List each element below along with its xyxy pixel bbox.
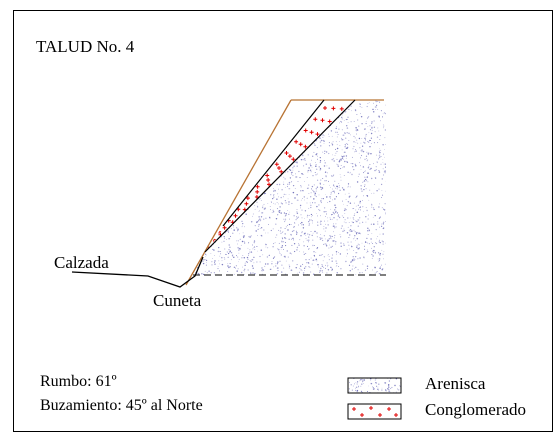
drawing-title: TALUD No. 4 bbox=[36, 37, 135, 56]
rumbo-text: Rumbo: 61º bbox=[40, 373, 117, 390]
lower-bedding-plane bbox=[204, 99, 356, 253]
cuneta-label: Cuneta bbox=[153, 291, 202, 310]
legend-label-arenisca: Arenisca bbox=[425, 374, 486, 393]
arenisca-legend-swatch bbox=[347, 377, 402, 394]
legend-label-conglomerado: Conglomerado bbox=[425, 400, 527, 419]
conglomerado-legend-swatch bbox=[347, 403, 402, 420]
calzada-label: Calzada bbox=[54, 253, 109, 272]
road-ditch-profile bbox=[71, 256, 204, 288]
arenisca-stipple-fill bbox=[193, 100, 386, 275]
upper-bedding-plane bbox=[222, 99, 325, 227]
slope-face-line bbox=[185, 99, 292, 286]
drawing-frame bbox=[13, 10, 553, 432]
buzamiento-text: Buzamiento: 45º al Norte bbox=[40, 397, 203, 414]
